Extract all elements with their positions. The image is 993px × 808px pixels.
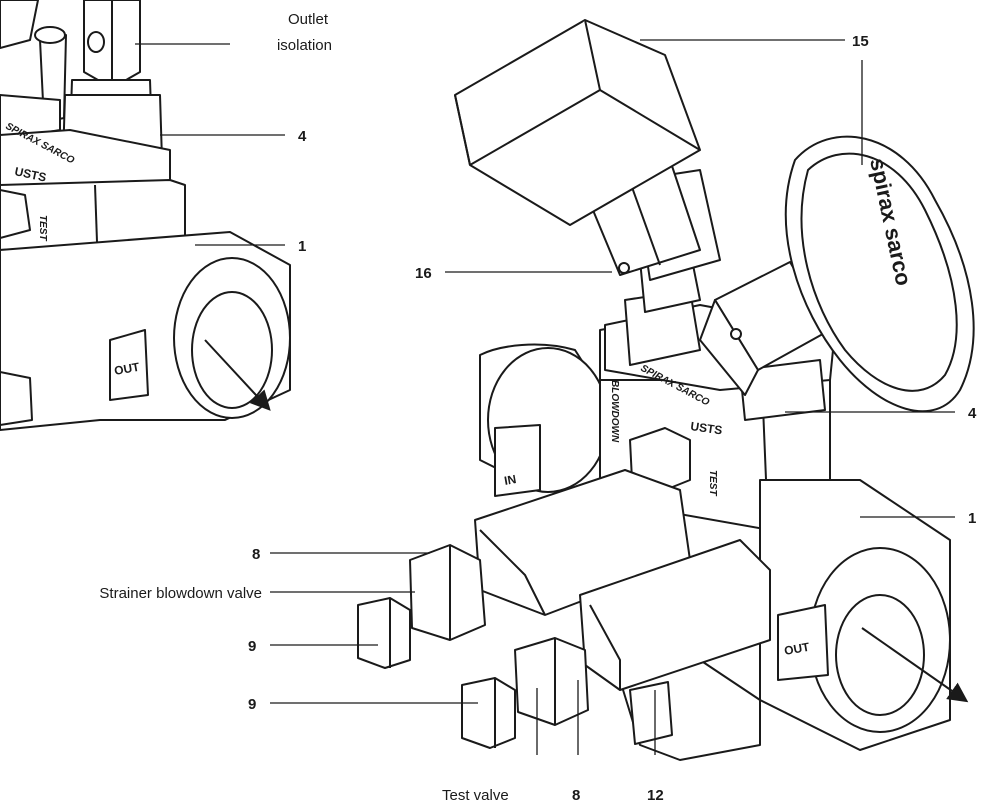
blowdown-marking: BLOWDOWN <box>609 380 620 443</box>
callout-8-a: 8 <box>252 546 260 563</box>
label-outlet-isolation-line2: isolation <box>277 37 332 54</box>
test-marking-right: TEST <box>707 470 718 496</box>
inlet-tag: IN <box>503 472 517 488</box>
callout-8-b: 8 <box>572 787 580 804</box>
right-view-valve <box>357 19 975 761</box>
callout-16: 16 <box>415 265 432 282</box>
model-marking-right: USTS <box>690 419 724 437</box>
label-outlet-isolation-line1: Outlet <box>288 11 329 28</box>
model-marking-left: USTS <box>13 164 47 184</box>
callout-1-right: 1 <box>968 510 976 527</box>
callout-1-left: 1 <box>298 238 306 255</box>
label-test-valve: Test valve <box>442 787 509 804</box>
flow-arrow-left <box>204 339 271 411</box>
outlet-tag-right: OUT <box>783 640 811 658</box>
left-view-valve <box>0 0 291 431</box>
test-marking-left: TEST <box>37 215 48 241</box>
callout-9-a: 9 <box>248 638 256 655</box>
outlet-tag-left: OUT <box>113 360 141 378</box>
callout-9-b: 9 <box>248 696 256 713</box>
label-strainer-blowdown-valve: Strainer blowdown valve <box>99 585 262 602</box>
callout-15-top: 15 <box>852 33 869 50</box>
flow-arrow-right <box>861 627 969 703</box>
callout-4-left: 4 <box>298 128 307 145</box>
callout-4-right: 4 <box>968 405 977 422</box>
callout-12: 12 <box>647 787 664 804</box>
